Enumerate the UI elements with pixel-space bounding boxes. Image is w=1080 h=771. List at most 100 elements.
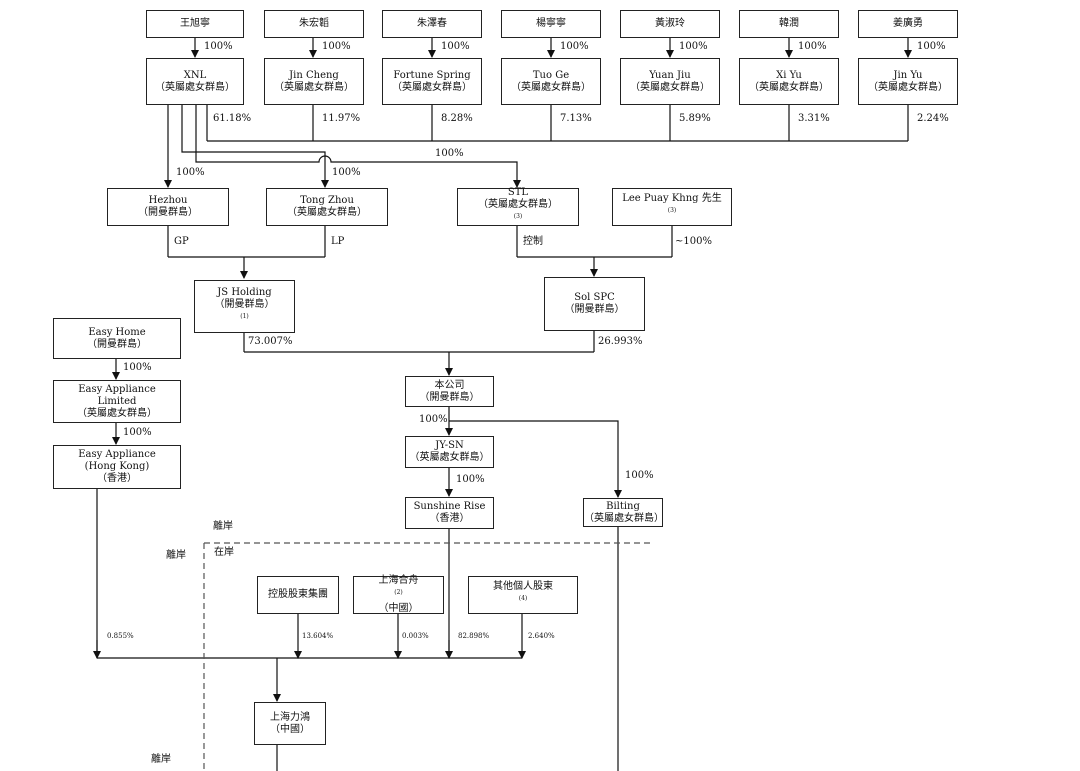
footnote-marker: (1) — [240, 312, 249, 320]
stake-percent: 73.007% — [248, 336, 293, 347]
stake-percent: 100% — [419, 414, 448, 425]
stake-percent: 11.97% — [322, 113, 361, 124]
entity-box-jy-sn: JY-SN（英屬處女群島） — [405, 436, 494, 468]
stake-percent: 100% — [176, 167, 205, 178]
entity-jurisdiction: （英屬處女群島） — [630, 81, 710, 93]
shareholder-box: 王旭寧 — [146, 10, 244, 38]
ownership-percent: 100% — [441, 41, 470, 52]
entity-name: 其他個人股東 — [493, 581, 553, 593]
entity-name: Sunshine Rise — [413, 501, 486, 512]
entity-name: Xi Yu — [776, 69, 802, 81]
entity-name: Tong Zhou — [300, 195, 354, 206]
entity-name: JY-SN — [435, 440, 464, 451]
entity-box-stl: STL（英屬處女群島）(3) — [457, 187, 579, 226]
stake-percent: 100% — [625, 470, 654, 481]
shareholder-box: 韓潤 — [739, 10, 839, 38]
entity-jurisdiction: （英屬處女群島） — [749, 81, 829, 93]
stake-percent: 5.89% — [679, 113, 711, 124]
relation-label: GP — [174, 236, 189, 247]
offshore-label: 離岸 — [166, 550, 186, 561]
entity-box-other-individuals: 其他個人股東 (4) — [468, 576, 578, 614]
entity-jurisdiction: （開曼群島） — [564, 304, 625, 315]
entity-jurisdiction: （英屬處女群島） — [287, 207, 367, 218]
entity-box-easy-appliance-hk: Easy Appliance(Hong Kong)（香港） — [53, 445, 181, 489]
footnote-marker: (3) — [513, 213, 523, 221]
onshore-label: 在岸 — [214, 547, 234, 558]
entity-box-hezhou: Hezhou（開曼群島） — [107, 188, 229, 226]
shareholder-box: 楊寧寧 — [501, 10, 601, 38]
entity-name: Sol SPC — [574, 292, 615, 303]
entity-name: Hezhou — [148, 195, 188, 206]
entity-jurisdiction: （香港） — [429, 513, 470, 524]
entity-name: Bilting — [606, 500, 640, 512]
entity-box-shanghai-lihong: 上海力鴻（中國） — [254, 702, 326, 745]
ownership-percent: 100% — [679, 41, 708, 52]
entity-box-jin-cheng: Jin Cheng（英屬處女群島） — [264, 58, 364, 105]
footnote-marker: (4) — [518, 595, 528, 603]
entity-box-controlling-group: 控股股東集團 — [257, 576, 339, 614]
entity-name: Limited — [97, 395, 137, 407]
entity-jurisdiction: （中國） — [378, 602, 419, 614]
entity-jurisdiction: （英屬處女群島） — [274, 81, 354, 93]
stake-percent: 3.31% — [798, 113, 830, 124]
stake-percent: 8.28% — [441, 113, 473, 124]
entity-box-tong-zhou: Tong Zhou（英屬處女群島） — [266, 188, 388, 226]
shareholder-name: 朱澤春 — [417, 18, 447, 29]
ownership-percent: 100% — [917, 41, 946, 52]
entity-name: 本公司 — [434, 379, 465, 391]
entity-jurisdiction: （英屬處女群島） — [77, 407, 157, 419]
stake-percent: 61.18% — [213, 113, 252, 124]
entity-jurisdiction: （英屬處女群島） — [478, 199, 558, 211]
entity-name: Fortune Spring — [393, 69, 471, 81]
entity-name: (Hong Kong) — [84, 461, 150, 472]
entity-box-tuo-ge: Tuo Ge（英屬處女群島） — [501, 58, 601, 105]
offshore-label: 離岸 — [213, 521, 233, 532]
entity-name: Yuan Jiu — [649, 69, 691, 81]
entity-box-company: 本公司（開曼群島） — [405, 376, 494, 407]
entity-jurisdiction: （英屬處女群島） — [155, 81, 235, 93]
entity-jurisdiction: （英屬處女群島） — [392, 81, 472, 93]
stake-percent: 2.640% — [528, 632, 555, 640]
entity-jurisdiction: （英屬處女群島） — [868, 81, 948, 93]
entity-jurisdiction: （開曼群島） — [419, 391, 480, 403]
stake-percent: 26.993% — [598, 336, 643, 347]
stake-percent: 100% — [123, 427, 152, 438]
entity-box-js-holding: JS Holding（開曼群島）(1) — [194, 280, 295, 333]
entity-name: Tuo Ge — [532, 69, 570, 81]
entity-name: Jin Yu — [893, 69, 923, 81]
entity-name: 上海合舟 — [378, 575, 419, 587]
stake-percent: 100% — [332, 167, 361, 178]
stake-percent: 0.855% — [107, 632, 134, 640]
ownership-percent: 100% — [798, 41, 827, 52]
shareholder-name: 朱宏韜 — [299, 18, 329, 29]
entity-name: Easy Appliance — [78, 383, 156, 395]
footnote-marker: (2) — [394, 589, 403, 597]
stake-percent: 2.24% — [917, 113, 949, 124]
entity-box-shanghai-hezhou: 上海合舟 (2) （中國） — [353, 575, 444, 614]
entity-box-yuan-jiu: Yuan Jiu（英屬處女群島） — [620, 58, 720, 105]
ownership-percent: 100% — [204, 41, 233, 52]
entity-name: 控股股東集團 — [268, 589, 328, 600]
stake-percent: 100% — [123, 362, 152, 373]
shareholder-box: 朱宏韜 — [264, 10, 364, 38]
entity-jurisdiction: （開曼群島） — [138, 207, 198, 218]
entity-box-xnl: XNL（英屬處女群島） — [146, 58, 244, 105]
entity-box-bilting: Bilting（英屬處女群島） — [583, 498, 664, 527]
entity-box-jin-yu: Jin Yu（英屬處女群島） — [858, 58, 958, 105]
ownership-percent: 100% — [560, 41, 589, 52]
entity-box-sunshine-rise: Sunshine Rise（香港） — [405, 497, 494, 529]
shareholder-box: 黃淑玲 — [620, 10, 720, 38]
entity-jurisdiction: （英屬處女群島） — [584, 512, 664, 524]
entity-jurisdiction: （中國） — [270, 723, 310, 735]
entity-box-lee-puay-khng: Lee Puay Khng 先生(3) — [612, 188, 732, 226]
entity-name: Easy Home — [88, 326, 146, 338]
ownership-percent: 100% — [322, 41, 351, 52]
shareholder-name: 王旭寧 — [180, 18, 210, 29]
entity-name: Lee Puay Khng 先生 — [622, 193, 722, 205]
stake-percent: 82.898% — [458, 632, 490, 640]
relation-label: 控制 — [523, 236, 543, 247]
shareholder-box: 朱澤春 — [382, 10, 482, 38]
stake-percent: 100% — [435, 148, 464, 159]
